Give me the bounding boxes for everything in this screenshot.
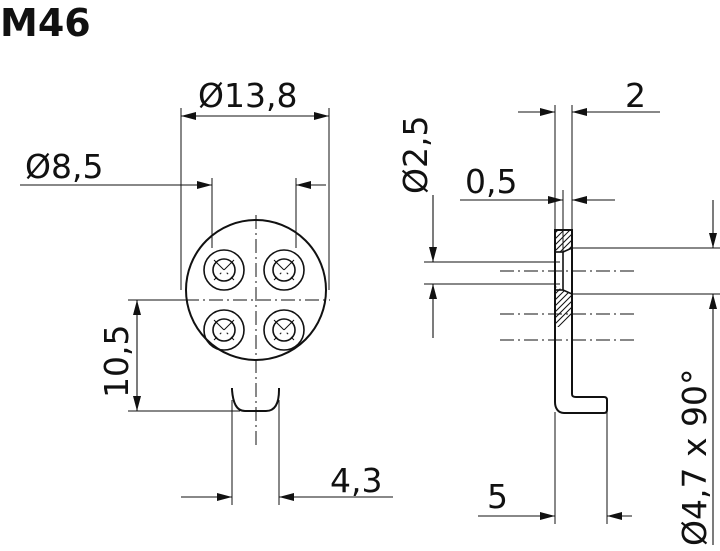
hole-bottom-right <box>263 309 305 351</box>
dim-tab-width: 4,3 <box>181 400 393 505</box>
dim-height: 10,5 <box>97 299 240 412</box>
dim-countersink: Ø4,7 x 90° <box>572 200 720 546</box>
dim-depth: 5 <box>478 412 632 524</box>
thickness-label: 2 <box>625 76 646 115</box>
dim-thread: Ø2,5 <box>396 116 560 338</box>
countersink-label: Ø4,7 x 90° <box>675 369 714 546</box>
hole-bottom-left <box>203 309 245 351</box>
dim-wall: 0,5 <box>460 162 615 252</box>
thread-label: Ø2,5 <box>396 116 435 194</box>
tab-width-label: 4,3 <box>330 461 382 500</box>
outer-diameter-label: Ø13,8 <box>198 76 297 115</box>
part-title: M46 <box>0 1 91 45</box>
dim-thickness: 2 <box>518 76 660 230</box>
front-view <box>185 215 330 445</box>
height-label: 10,5 <box>97 325 136 398</box>
hole-top-left <box>203 249 245 291</box>
side-profile <box>554 229 608 414</box>
dim-bolt-circle: Ø8,5 <box>20 147 326 248</box>
side-view <box>500 229 635 414</box>
hole-top-right <box>263 249 305 291</box>
wall-label: 0,5 <box>465 162 517 201</box>
dim-outer-diameter: Ø13,8 <box>180 76 330 290</box>
depth-label: 5 <box>487 477 508 516</box>
bolt-circle-label: Ø8,5 <box>25 147 103 186</box>
